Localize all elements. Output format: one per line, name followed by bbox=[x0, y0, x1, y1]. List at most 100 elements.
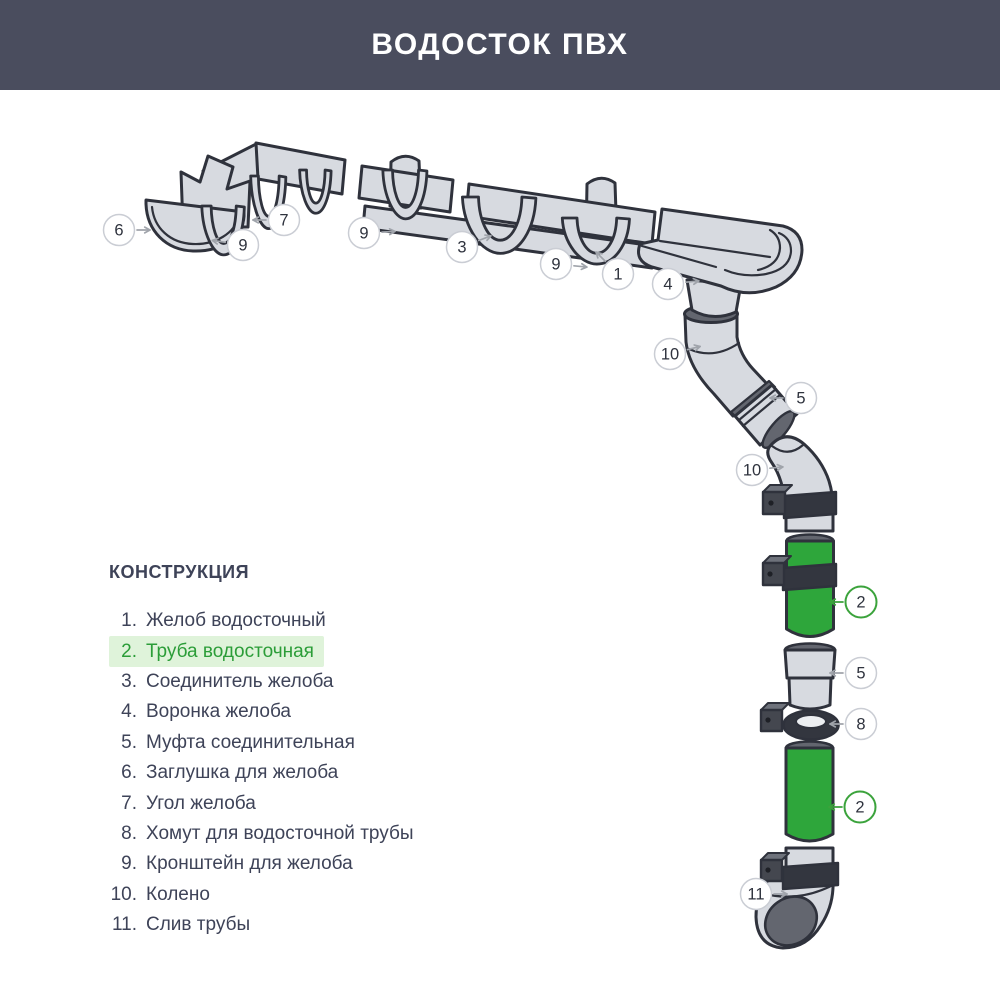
callout-arrowhead bbox=[484, 234, 492, 242]
callout-circle bbox=[651, 267, 685, 301]
callout-number: 10 bbox=[661, 346, 679, 364]
callout-circle bbox=[653, 337, 687, 371]
legend-title: КОНСТРУКЦИЯ bbox=[109, 562, 250, 582]
page-header: ВОДОСТОК ПВХ bbox=[0, 0, 1000, 90]
mount-hole bbox=[768, 500, 774, 506]
legend-item: 3. Соединитель желоба bbox=[109, 667, 489, 697]
legend-item-label: Желоб водосточный bbox=[146, 610, 326, 632]
legend-item-label: Хомут для водосточной трубы bbox=[146, 822, 414, 844]
legend-item: 10. Колено bbox=[109, 880, 489, 910]
legend-item-number: 6. bbox=[121, 762, 137, 784]
wall-mount-block bbox=[759, 858, 784, 883]
clamp-band bbox=[781, 861, 840, 891]
callout-3: 3 bbox=[445, 230, 492, 264]
legend-item-number: 10. bbox=[110, 883, 137, 905]
callout-7: 7 bbox=[252, 203, 301, 237]
legend-item: 9. Кронштейн для желоба bbox=[109, 849, 489, 879]
legend-item-number: 8. bbox=[121, 822, 137, 844]
callout-circle bbox=[601, 257, 635, 291]
callout-number: 4 bbox=[663, 276, 672, 294]
callout-number: 9 bbox=[551, 256, 560, 274]
gutter-open-end-rim-inner bbox=[756, 228, 782, 272]
callout-circle bbox=[735, 453, 769, 487]
legend-item-number: 2. bbox=[121, 640, 137, 662]
gutter-right-front-edge bbox=[640, 244, 718, 269]
callout-6: 6 bbox=[102, 213, 151, 247]
legend-item: 6.Заглушка для желоба bbox=[109, 758, 489, 788]
callout-arrow bbox=[211, 239, 227, 244]
callout-circle bbox=[739, 877, 773, 911]
pipe-coupling-upper bbox=[783, 648, 837, 680]
callout-number: 5 bbox=[796, 390, 805, 408]
wall-mount-block bbox=[761, 561, 786, 587]
legend-item-number: 9. bbox=[121, 853, 137, 875]
callout-arrowhead bbox=[776, 463, 784, 472]
callout-8: 8 bbox=[829, 707, 878, 741]
legend-item-label: Воронка желоба bbox=[146, 701, 291, 723]
mount-hole bbox=[765, 717, 771, 723]
callout-number: 11 bbox=[747, 886, 764, 904]
callout-arrowhead bbox=[829, 598, 837, 606]
legend-item: 11.Слив трубы bbox=[109, 910, 489, 940]
legend-item-number: 4. bbox=[121, 701, 137, 723]
legend-item-label: Соединитель желоба bbox=[146, 670, 334, 692]
callout-11: 11 bbox=[739, 877, 788, 911]
legend-item: 5.Муфта соединительная bbox=[109, 728, 489, 758]
callout-circle bbox=[347, 216, 381, 250]
clamp-band bbox=[781, 562, 838, 592]
callout-arrow bbox=[769, 466, 784, 470]
callout-number: 7 bbox=[279, 212, 288, 230]
drain-opening bbox=[763, 895, 819, 947]
callout-arrowhead bbox=[211, 237, 219, 245]
callout-arrowhead bbox=[769, 394, 777, 402]
callout-arrow bbox=[381, 230, 396, 233]
callout-number: 2 bbox=[855, 799, 864, 817]
wall-mount-block bbox=[759, 708, 784, 733]
legend-item-highlighted: 2. Труба водосточная bbox=[109, 636, 324, 667]
callout-circle bbox=[844, 656, 878, 690]
callout-arrowhead bbox=[692, 277, 700, 286]
callout-9: 9 bbox=[347, 216, 396, 250]
wall-mount-block bbox=[761, 490, 787, 516]
callout-arrow bbox=[595, 251, 607, 263]
callout-5: 5 bbox=[769, 381, 818, 415]
downpipe-green-2 bbox=[784, 746, 835, 843]
callout-arrowhead bbox=[693, 344, 701, 352]
legend-item-label: Колено bbox=[146, 883, 210, 905]
callout-2: 2 bbox=[829, 585, 878, 619]
gutter-right-trough-line bbox=[658, 239, 772, 259]
callout-circle bbox=[843, 790, 877, 824]
callout-arrowhead bbox=[580, 262, 588, 271]
callout-number: 8 bbox=[856, 716, 865, 734]
gutter-assembly bbox=[144, 141, 657, 270]
callout-arrowhead bbox=[143, 226, 151, 234]
callout-10: 10 bbox=[653, 337, 701, 371]
elbow-upper-seam bbox=[687, 341, 741, 355]
callout-number: 1 bbox=[613, 266, 622, 284]
legend-item-label: Кронштейн для желоба bbox=[146, 853, 353, 875]
callout-10: 10 bbox=[735, 453, 784, 487]
callout-circle bbox=[226, 228, 260, 262]
callout-arrow bbox=[573, 264, 588, 268]
legend-item-number: 7. bbox=[121, 792, 137, 814]
callout-arrowhead bbox=[829, 669, 837, 677]
callout-arrow bbox=[477, 234, 492, 242]
legend-item-label: Труба водосточная bbox=[146, 640, 314, 662]
callout-number: 6 bbox=[114, 222, 123, 240]
callout-1: 1 bbox=[595, 251, 635, 291]
legend-item-number: 11. bbox=[111, 914, 137, 936]
callout-circle bbox=[784, 381, 818, 415]
callout-circle bbox=[844, 585, 878, 619]
legend-item-number: 3. bbox=[121, 670, 137, 692]
pipe-coupling-diagonal bbox=[733, 383, 799, 447]
callout-circle bbox=[267, 203, 301, 237]
coupling-seam bbox=[737, 387, 778, 422]
legend-item: 7.Угол желоба bbox=[109, 788, 489, 818]
callout-number: 5 bbox=[856, 665, 865, 683]
callout-arrowhead bbox=[388, 228, 396, 236]
callout-arrow bbox=[686, 345, 701, 351]
